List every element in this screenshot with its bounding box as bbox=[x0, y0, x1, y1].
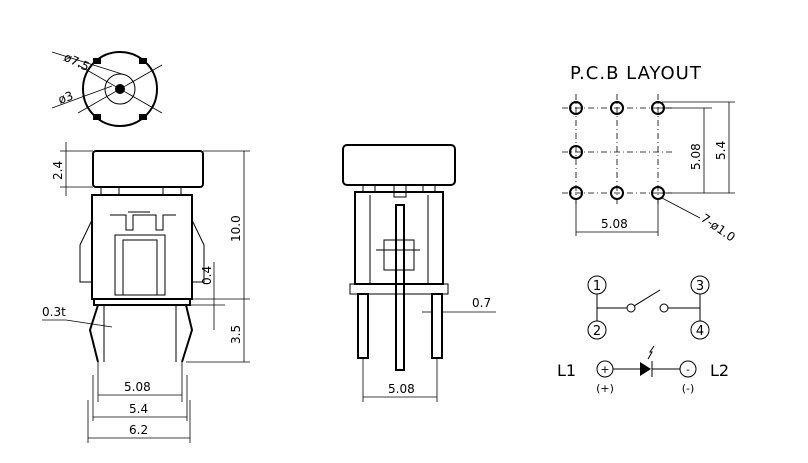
pcb-hole bbox=[569, 101, 583, 115]
pin-width-label: 0.7 bbox=[472, 296, 491, 310]
pitch-label: 5.08 bbox=[388, 382, 415, 396]
led-right-sign: (-) bbox=[682, 382, 695, 395]
gap-label: 0.4 bbox=[200, 266, 214, 285]
pin-2-label: 2 bbox=[593, 324, 601, 339]
pin-3-label: 3 bbox=[696, 279, 704, 294]
pcb-v-pitch-label: 5.08 bbox=[689, 143, 703, 170]
top-view: ø7.5 ø3 bbox=[51, 50, 163, 127]
width-508-label: 5.08 bbox=[124, 380, 151, 394]
pcb-holes-label: 7-ø1.0 bbox=[698, 211, 737, 244]
pin-length-label: 3.5 bbox=[229, 325, 243, 344]
cap-height-label: 2.4 bbox=[51, 161, 65, 180]
inner-diameter-label: ø3 bbox=[56, 89, 75, 107]
led-left-label: L1 bbox=[557, 361, 576, 380]
outer-diameter-label: ø7.5 bbox=[62, 50, 92, 74]
pin-4-label: 4 bbox=[696, 324, 704, 339]
pcb-hole bbox=[610, 186, 624, 200]
pcb-v-outer-label: 5.4 bbox=[714, 141, 728, 160]
led-left-sign: (+) bbox=[596, 382, 614, 395]
pin-1-label: 1 bbox=[593, 279, 601, 294]
pcb-h-pitch-label: 5.08 bbox=[601, 217, 628, 231]
led-right-minus: - bbox=[686, 363, 690, 376]
thickness-label: 0.3t bbox=[42, 305, 66, 319]
pcb-title: P.C.B LAYOUT bbox=[570, 63, 702, 84]
schematic: 1 2 3 4 L1 + (+) - (-) L2 bbox=[557, 275, 729, 395]
pcb-hole bbox=[610, 101, 624, 115]
side-view: 0.7 5.08 bbox=[342, 144, 496, 402]
width-54-label: 5.4 bbox=[129, 402, 148, 416]
front-view: 2.4 10.0 0.4 3.5 0.3t 5.08 5.4 6.2 bbox=[42, 142, 250, 443]
width-62-label: 6.2 bbox=[129, 423, 148, 437]
led-right-label: L2 bbox=[710, 361, 729, 380]
total-height-label: 10.0 bbox=[229, 215, 243, 242]
pcb-layout: P.C.B LAYOUT 5.08 5.08 5.4 7-ø1.0 bbox=[562, 63, 738, 244]
led-left-plus: + bbox=[600, 363, 609, 376]
pcb-hole bbox=[569, 145, 583, 159]
